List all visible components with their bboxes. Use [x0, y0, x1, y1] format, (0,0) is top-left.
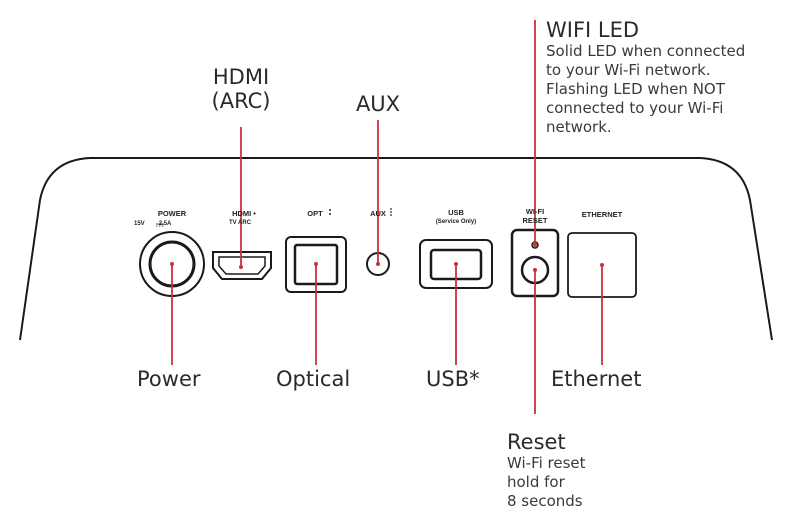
opt-marker-icon — [329, 209, 331, 215]
callout-reset-desc-1: Wi-Fi reset — [507, 454, 586, 472]
callout-aux-label: AUX — [355, 92, 401, 116]
callout-aux: AUX — [343, 92, 413, 116]
callout-wifi-desc-5: network. — [546, 118, 612, 136]
leader-dots — [170, 243, 604, 272]
callout-wifi-desc-3: Flashing LED when NOT — [546, 80, 725, 98]
callout-reset-desc-2: hold for — [507, 473, 565, 491]
panel-label-usb-sub: (Service Only) — [435, 219, 477, 225]
panel-label-ethernet: ETHERNET — [581, 210, 623, 219]
panel-label-opt: OPT — [307, 209, 323, 218]
callout-wifi-desc-1: Solid LED when connected — [546, 42, 746, 60]
callout-wifi-desc-2: to your Wi-Fi network. — [546, 61, 711, 79]
callout-power-label: Power — [137, 367, 201, 391]
hdmi-port-inner — [218, 256, 266, 275]
dc-symbol-icon — [156, 223, 164, 227]
power-spec-voltage: 15V — [134, 221, 145, 227]
aux-marker-icon — [390, 208, 392, 216]
panel-label-hdmi-sub: TV ARC — [228, 220, 252, 226]
callout-reset-desc-3: 8 seconds — [507, 492, 583, 510]
callout-usb: USB* — [426, 367, 480, 391]
panel-label-power: POWER — [157, 209, 187, 218]
callout-optical-label: Optical — [276, 367, 351, 391]
panel-label-power-spec: 15V 2.5A — [134, 220, 210, 229]
callout-ethernet: Ethernet — [551, 367, 641, 391]
callout-hdmi-line2: (ARC) — [211, 89, 271, 113]
callout-reset-title: Reset — [507, 430, 566, 454]
callout-ethernet-label: Ethernet — [551, 367, 642, 391]
callout-reset: Reset Wi-Fi reset hold for 8 seconds — [507, 430, 586, 511]
panel-label-reset: RESET — [522, 216, 548, 225]
callout-hdmi-line1: HDMI — [212, 65, 270, 89]
power-spec-current: 2.5A — [158, 221, 172, 227]
callout-wifi-title: WIFI LED — [546, 18, 640, 42]
panel-label-wifi: WI-FI — [525, 207, 545, 216]
leader-lines — [171, 20, 603, 414]
callout-wifi: WIFI LED Solid LED when connected to you… — [546, 18, 745, 137]
device-body-outline — [19, 157, 773, 341]
callout-wifi-desc-4: connected to your Wi-Fi — [546, 99, 724, 117]
panel-label-aux: AUX — [370, 209, 386, 218]
callout-usb-label: USB* — [426, 367, 480, 391]
hdmi-port — [212, 251, 272, 280]
panel-label-usb: USB — [448, 208, 464, 217]
panel-label-hdmi: HDMI • — [232, 209, 256, 218]
callout-power: Power — [137, 367, 201, 391]
callout-hdmi: HDMI (ARC) — [196, 65, 286, 113]
callout-optical: Optical — [276, 367, 350, 391]
